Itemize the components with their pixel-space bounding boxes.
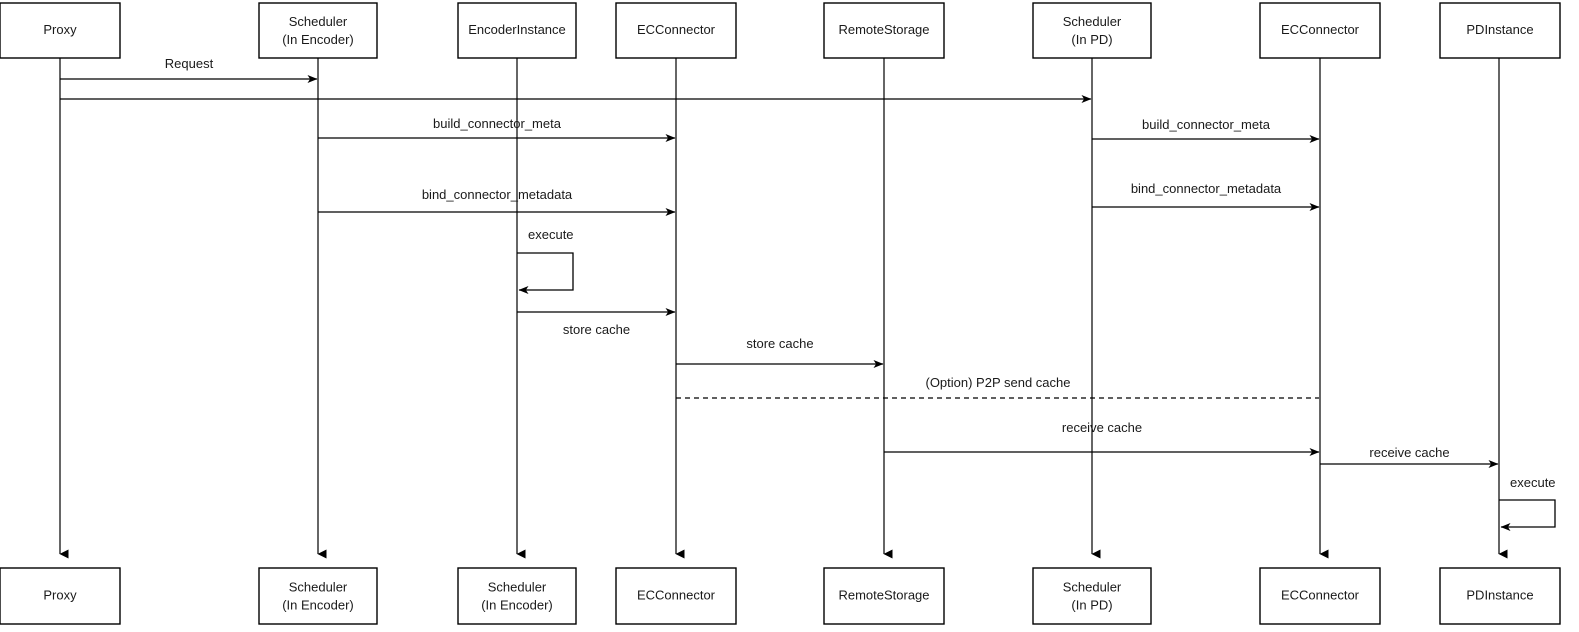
messages-group: Request build_connector_meta build_connect… [60,56,1499,468]
participant-label: RemoteStorage [838,22,929,37]
participant-label-line1: Scheduler [289,579,348,594]
lifelines-group [59,58,1508,559]
box-outline [258,567,378,625]
participant-box-top-encoder_inst[interactable]: EncoderInstance [457,2,577,59]
participant-label: ECConnector [1281,587,1360,602]
box-outline [1439,567,1561,625]
message-m8[interactable]: store cache [676,336,884,368]
top-participant-boxes: Proxy Scheduler (In Encoder) EncoderInstanc… [0,2,1561,59]
box-outline [1259,567,1381,625]
participant-label-line2: (In PD) [1071,597,1112,612]
message-m11[interactable]: receive cache [1320,445,1499,468]
participant-label-line2: (In Encoder) [282,32,354,47]
message-label: bind_connector_metadata [1131,181,1282,196]
participant-box-bottom-pd_inst[interactable]: PDInstance [1439,567,1561,625]
participant-label-line1: Scheduler [289,14,348,29]
box-outline [457,2,577,59]
self-message-label: execute [528,227,574,242]
participant-box-bottom-ecconn_pd[interactable]: ECConnector [1259,567,1381,625]
participant-box-top-ecconn_pd[interactable]: ECConnector [1259,2,1381,59]
box-outline [0,2,121,59]
message-label: Request [165,56,214,71]
participant-label: Proxy [43,587,77,602]
box-outline [258,2,378,59]
message-m1[interactable]: Request [60,56,318,83]
message-label: build_connector_meta [433,116,562,131]
box-outline [1032,567,1152,625]
message-m10[interactable]: receive cache [884,420,1320,456]
participant-box-top-remote[interactable]: RemoteStorage [823,2,945,59]
message-m6[interactable]: bind_connector_metadata [1092,181,1320,211]
message-label: store cache [563,322,630,337]
participant-box-bottom-proxy[interactable]: Proxy [0,567,121,625]
participant-label: ECConnector [1281,22,1360,37]
participant-label-line1: Scheduler [1063,14,1122,29]
message-label: receive cache [1062,420,1142,435]
participant-box-bottom-remote[interactable]: RemoteStorage [823,567,945,625]
message-label: build_connector_meta [1142,117,1271,132]
participant-label-line2: (In Encoder) [282,597,354,612]
participant-box-top-sched_pd[interactable]: Scheduler (In PD) [1032,2,1152,59]
box-outline [1439,2,1561,59]
box-outline [1032,2,1152,59]
participant-label-line2: (In PD) [1071,32,1112,47]
message-m7[interactable]: store cache [517,308,676,337]
participant-box-top-sched_enc[interactable]: Scheduler (In Encoder) [258,2,378,59]
participant-label: Proxy [43,22,77,37]
message-label: store cache [746,336,813,351]
box-outline [0,567,121,625]
message-label: (Option) P2P send cache [925,375,1070,390]
box-outline [1259,2,1381,59]
participant-box-top-ecconn_enc[interactable]: ECConnector [615,2,737,59]
participant-label: ECConnector [637,22,716,37]
self-message-path [517,252,574,294]
message-m3[interactable]: build_connector_meta [318,116,676,142]
participant-label-line1: Scheduler [488,579,547,594]
message-m4[interactable]: build_connector_meta [1092,117,1320,143]
participant-box-bottom-sched_pd[interactable]: Scheduler (In PD) [1032,567,1152,625]
participant-label: PDInstance [1466,22,1533,37]
box-outline [615,567,737,625]
message-m9[interactable]: (Option) P2P send cache [676,375,1319,399]
participant-label: EncoderInstance [468,22,566,37]
self-message-s2[interactable]: execute [1499,475,1556,531]
bottom-participant-boxes: Proxy Scheduler (In Encoder) Scheduler (In E… [0,567,1561,625]
participant-label: RemoteStorage [838,587,929,602]
message-m5[interactable]: bind_connector_metadata [318,187,676,216]
box-outline [823,567,945,625]
self-message-s1[interactable]: execute [517,227,574,294]
self-message-label: execute [1510,475,1556,490]
box-outline [457,567,577,625]
self-message-path [1499,499,1556,531]
participant-box-top-pd_inst[interactable]: PDInstance [1439,2,1561,59]
box-outline [823,2,945,59]
participant-label-line1: Scheduler [1063,579,1122,594]
participant-box-top-proxy[interactable]: Proxy [0,2,121,59]
participant-box-bottom-ecconn_enc[interactable]: ECConnector [615,567,737,625]
message-label: receive cache [1369,445,1449,460]
participant-box-bottom-sched_enc[interactable]: Scheduler (In Encoder) [258,567,378,625]
self-messages-group: execute execute [517,227,1556,531]
participant-label-line2: (In Encoder) [481,597,553,612]
participant-label: ECConnector [637,587,716,602]
message-label: bind_connector_metadata [422,187,573,202]
participant-box-bottom-encoder_inst[interactable]: Scheduler (In Encoder) [457,567,577,625]
participant-label: PDInstance [1466,587,1533,602]
box-outline [615,2,737,59]
